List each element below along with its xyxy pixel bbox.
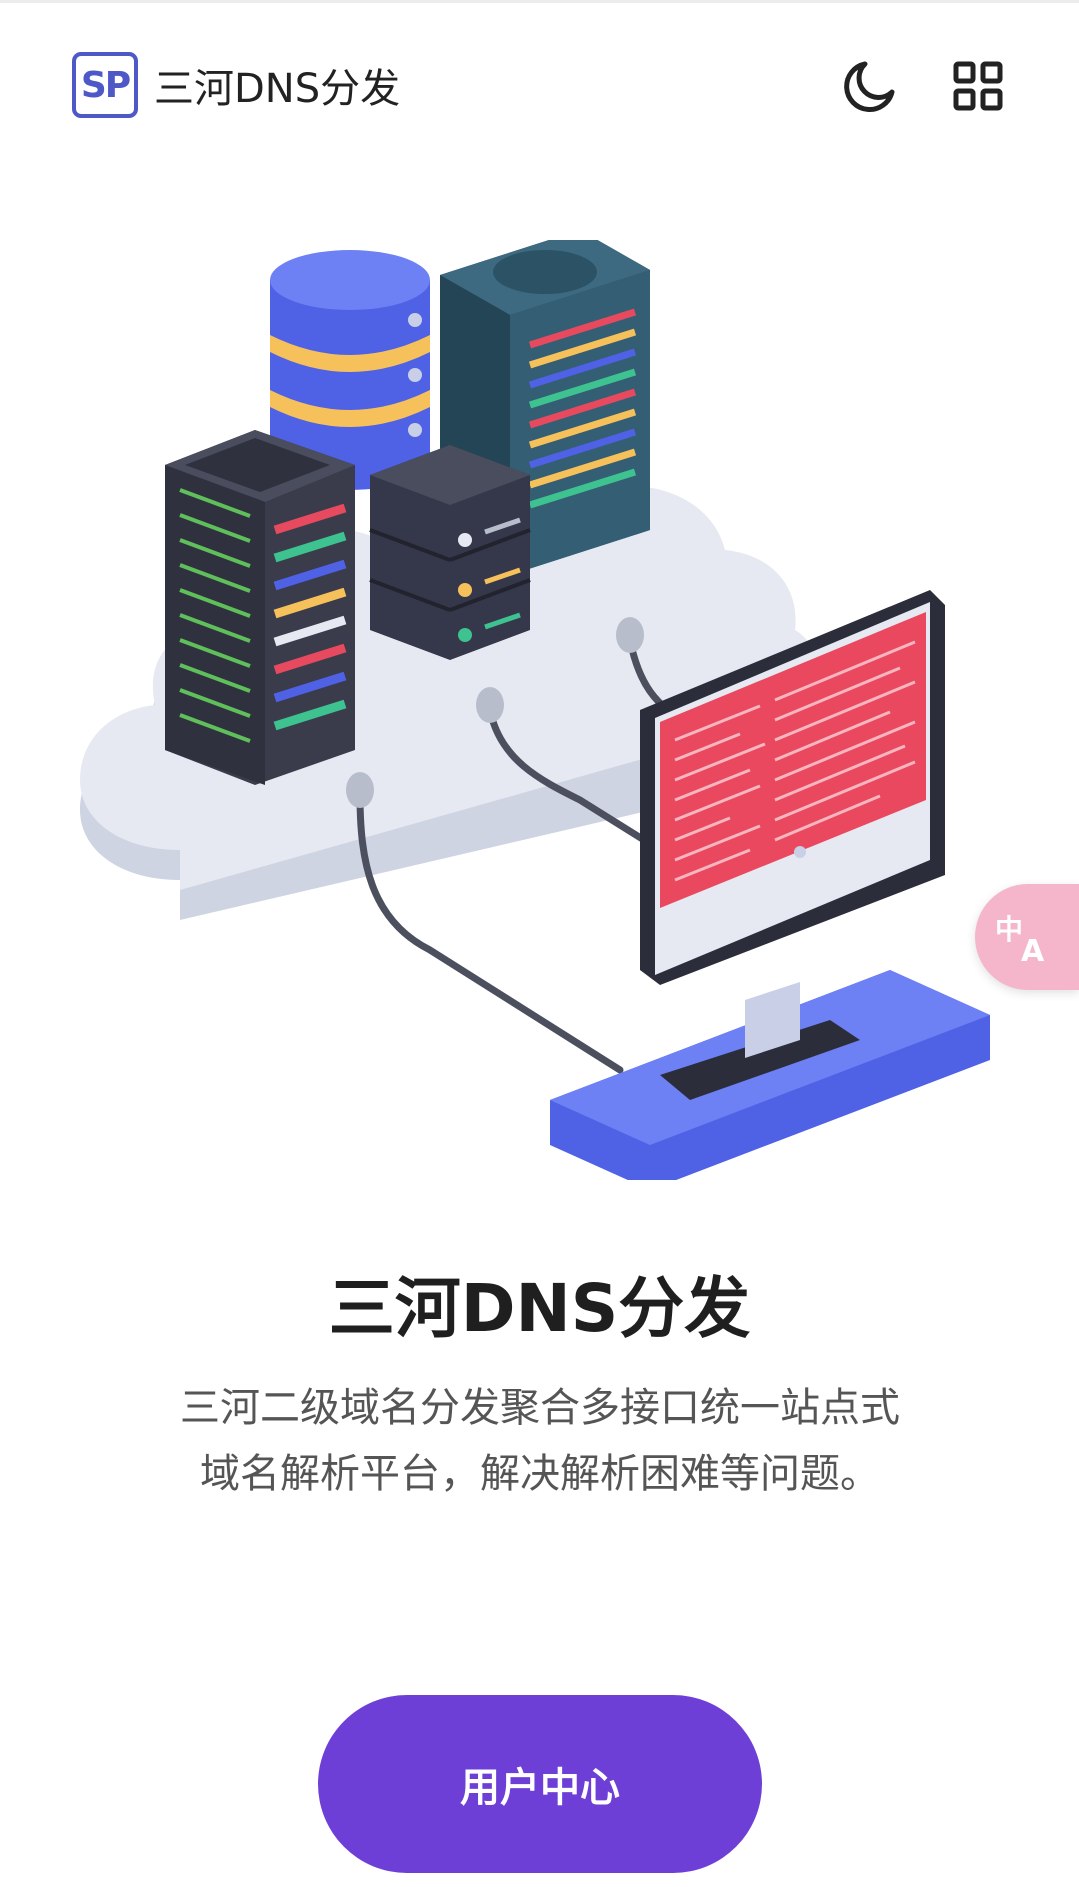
cable-ports bbox=[346, 617, 644, 808]
moon-icon bbox=[844, 61, 895, 113]
stack-server bbox=[369, 445, 531, 660]
logo: SP bbox=[72, 52, 138, 118]
brand-name: 三河DNS分发 bbox=[154, 66, 401, 112]
svg-text:A: A bbox=[1021, 934, 1045, 965]
top-divider bbox=[0, 0, 1079, 3]
theme-toggle-button[interactable] bbox=[840, 56, 900, 116]
brand[interactable]: SP 三河DNS分发 bbox=[72, 48, 400, 122]
hero-illustration bbox=[80, 240, 990, 1180]
top-header: SP 三河DNS分发 bbox=[0, 0, 1079, 170]
hero-description: 三河二级域名分发聚合多接口统一站点式域名解析平台，解决解析困难等问题。 bbox=[180, 1385, 900, 1497]
svg-text:中: 中 bbox=[995, 913, 1023, 946]
database-stack bbox=[270, 250, 430, 490]
monitor bbox=[640, 590, 945, 1100]
page-title: 三河DNS分发 bbox=[328, 1270, 751, 1347]
rack-server bbox=[165, 430, 355, 785]
translate-icon: 中 A bbox=[995, 913, 1045, 965]
translate-button[interactable]: 中 A bbox=[975, 884, 1079, 990]
apps-grid-icon bbox=[953, 61, 1003, 111]
user-center-button[interactable]: 用户中心 bbox=[318, 1695, 762, 1873]
apps-menu-button[interactable] bbox=[948, 56, 1008, 116]
